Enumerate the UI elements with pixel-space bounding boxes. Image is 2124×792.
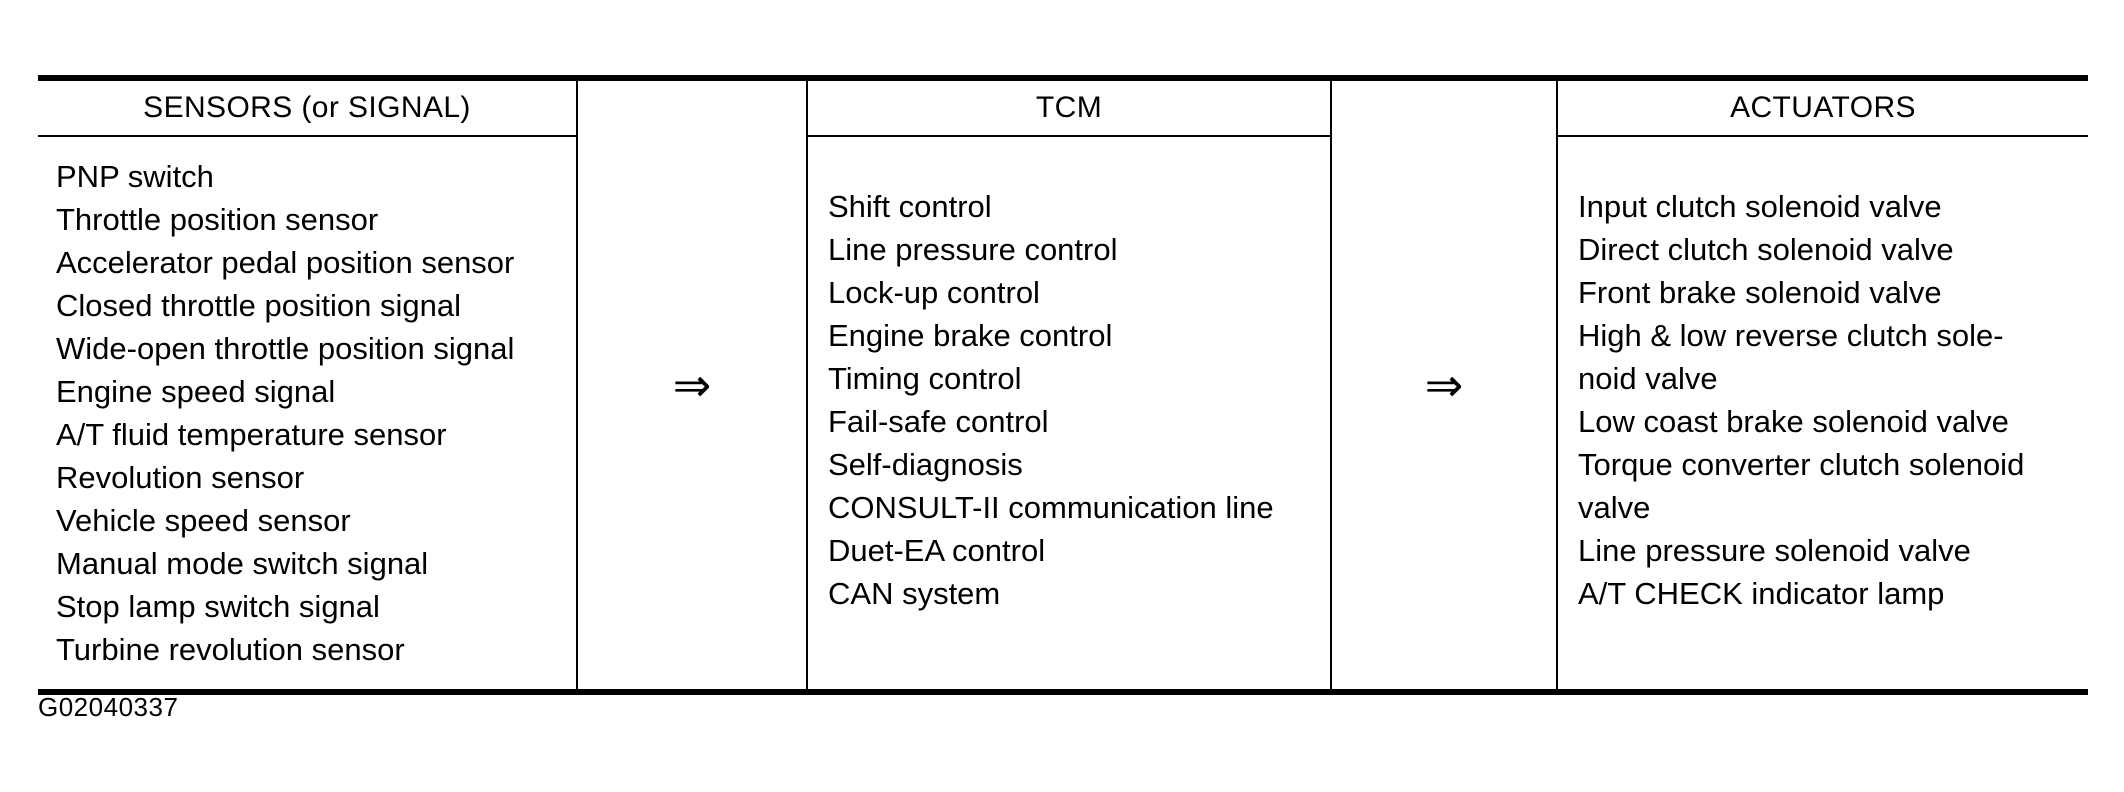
list-item: Torque converter clutch solenoid valve bbox=[1578, 447, 2025, 525]
list-item: Fail-safe control bbox=[828, 404, 1049, 439]
column-header-tcm: TCM bbox=[808, 81, 1330, 137]
list-item: Turbine revolution sensor bbox=[56, 632, 405, 667]
list-item: Duet-EA control bbox=[828, 533, 1046, 568]
list-item: Lock-up control bbox=[828, 275, 1040, 310]
list-item: Vehicle speed sensor bbox=[56, 503, 351, 538]
list-item: Input clutch solenoid valve bbox=[1578, 189, 1942, 224]
list-item: CAN system bbox=[828, 576, 1001, 611]
list-item: CONSULT-II communication line bbox=[828, 490, 1274, 525]
column-header-sensors: SENSORS (or SIGNAL) bbox=[38, 81, 576, 137]
list-item: Self-diagnosis bbox=[828, 447, 1023, 482]
table-bottom-rule bbox=[38, 689, 2088, 695]
list-item: Timing control bbox=[828, 361, 1022, 396]
list-item: Revolution sensor bbox=[56, 460, 305, 495]
list-item: Accelerator pedal position sensor bbox=[56, 245, 515, 280]
column-body-actuators: Input clutch solenoid valve Direct clutc… bbox=[1558, 137, 2088, 689]
list-item: Shift control bbox=[828, 189, 992, 224]
column-sensors: SENSORS (or SIGNAL) PNP switch Throttle … bbox=[38, 81, 578, 689]
list-item: PNP switch bbox=[56, 159, 214, 194]
right-double-arrow-icon: ⇒ bbox=[672, 358, 712, 412]
list-item: Closed throttle position signal bbox=[56, 288, 461, 323]
column-tcm: TCM Shift control Line pressure control … bbox=[806, 81, 1332, 689]
list-item: Line pressure control bbox=[828, 232, 1118, 267]
list-item: A/T fluid temperature sensor bbox=[56, 417, 447, 452]
list-item: Direct clutch solenoid valve bbox=[1578, 232, 1954, 267]
flow-arrow-sensors-to-tcm: ⇒ bbox=[578, 81, 806, 689]
list-item: Stop lamp switch signal bbox=[56, 589, 380, 624]
list-item: Engine brake control bbox=[828, 318, 1113, 353]
column-header-actuators: ACTUATORS bbox=[1558, 81, 2088, 137]
right-double-arrow-icon: ⇒ bbox=[1424, 358, 1464, 412]
control-system-diagram: SENSORS (or SIGNAL) PNP switch Throttle … bbox=[38, 75, 2088, 695]
list-item: A/T CHECK indicator lamp bbox=[1578, 576, 1945, 611]
diagram-table: SENSORS (or SIGNAL) PNP switch Throttle … bbox=[38, 81, 2088, 689]
figure-caption: G02040337 bbox=[38, 692, 179, 722]
flow-arrow-tcm-to-actuators: ⇒ bbox=[1332, 81, 1556, 689]
list-item: Low coast brake solenoid valve bbox=[1578, 404, 2009, 439]
list-item: Throttle position sensor bbox=[56, 202, 379, 237]
list-item: Engine speed signal bbox=[56, 374, 336, 409]
list-item: Manual mode switch signal bbox=[56, 546, 429, 581]
column-body-tcm: Shift control Line pressure control Lock… bbox=[808, 137, 1330, 689]
column-actuators: ACTUATORS Input clutch solenoid valve Di… bbox=[1556, 81, 2088, 689]
list-item: High & low reverse clutch sole- noid val… bbox=[1578, 318, 2004, 396]
list-item: Line pressure solenoid valve bbox=[1578, 533, 1971, 568]
column-body-sensors: PNP switch Throttle position sensor Acce… bbox=[38, 137, 576, 689]
list-item: Front brake solenoid valve bbox=[1578, 275, 1942, 310]
table-top-rule bbox=[38, 75, 2088, 81]
list-item: Wide-open throttle position signal bbox=[56, 331, 515, 366]
